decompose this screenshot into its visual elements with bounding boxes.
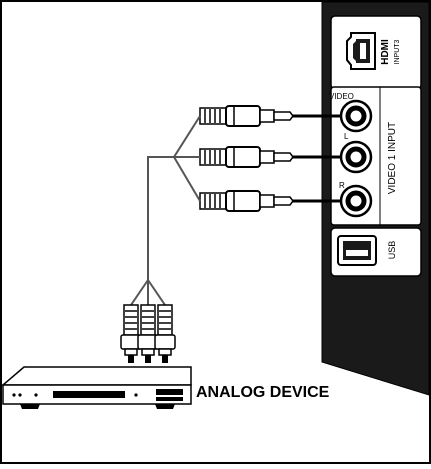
analog-device — [0, 366, 192, 409]
rca-plug-middle — [199, 146, 294, 168]
rca-plug-top — [199, 105, 294, 127]
rca-jack-left — [339, 140, 373, 174]
video-input-label: VIDEO 1 INPUT — [387, 122, 398, 194]
jack-label-left: L — [344, 132, 349, 141]
usb-port — [337, 235, 377, 266]
analog-device-label: ANALOG DEVICE — [196, 384, 330, 401]
usb-label: USB — [387, 241, 397, 260]
rca-jack-video — [339, 99, 373, 133]
hdmi-logo: HDMI — [380, 39, 391, 65]
rca-plug-device-left — [120, 304, 142, 363]
rca-jack-right — [339, 184, 373, 218]
jack-label-right: R — [339, 181, 345, 190]
hdmi-port-label: INPUT3 — [394, 39, 401, 64]
rca-plug-bottom — [199, 190, 294, 212]
av-cable-bundle — [130, 115, 201, 306]
rca-plug-device-right — [154, 304, 176, 363]
jack-label-video: VIDEO — [329, 92, 354, 101]
hdmi-port — [346, 32, 376, 70]
